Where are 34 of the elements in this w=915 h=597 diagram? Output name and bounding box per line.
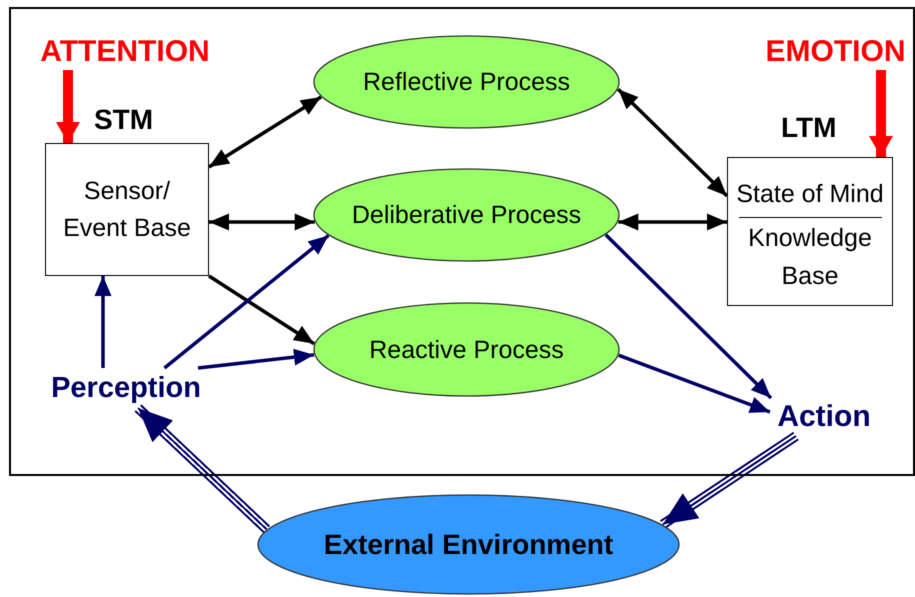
process-label: Reactive Process: [369, 334, 564, 364]
process-label: External Environment: [324, 528, 614, 562]
diagram-frame: [9, 7, 915, 476]
stage-label: Action: [777, 399, 871, 435]
stage-label: Perception: [51, 370, 201, 406]
arrow: [56, 70, 80, 143]
process-ellipse: [313, 35, 620, 129]
memory-box: [45, 143, 209, 276]
arrow: [616, 88, 728, 198]
triple-line-arrow: [134, 404, 270, 534]
memory-label: State of Mind: [736, 179, 884, 210]
memory-label: Sensor/ Event Base: [62, 176, 192, 244]
process-label: Reflective Process: [362, 67, 570, 97]
process-ellipse: [313, 302, 620, 397]
arrow: [198, 348, 314, 370]
influence-label: ATTENTION: [40, 34, 210, 70]
arrow: [163, 234, 330, 370]
arrow: [208, 274, 316, 346]
arrow: [604, 234, 772, 400]
arrow: [94, 276, 112, 368]
memory-type-label: STM: [94, 106, 154, 134]
arrow: [618, 354, 771, 414]
memory-type-label: LTM: [781, 114, 836, 142]
triple-line-arrow: [660, 432, 799, 529]
arrow: [869, 70, 893, 157]
process-ellipse: [313, 168, 620, 262]
arrow: [618, 214, 727, 230]
arrow: [209, 214, 315, 230]
process-ellipse: [257, 494, 680, 595]
influence-label: EMOTION: [766, 34, 906, 70]
memory-box: [727, 157, 893, 306]
arrow: [208, 96, 322, 168]
process-label: Deliberative Process: [352, 200, 582, 230]
memory-label: Knowledge Base: [747, 223, 873, 292]
